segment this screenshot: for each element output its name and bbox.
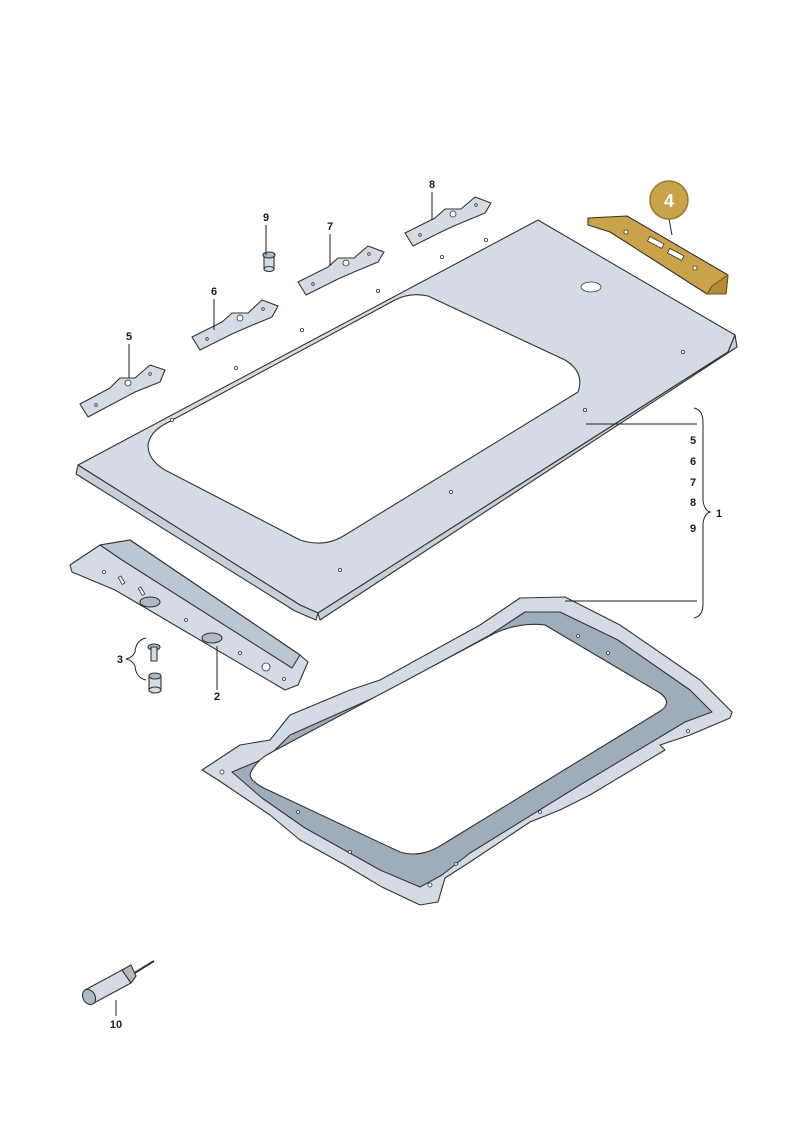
bracket-part-7[interactable]	[297, 245, 385, 296]
callout-6-label: 6	[211, 286, 217, 298]
callout-10-label: 10	[110, 1019, 122, 1031]
group-item-9-label: 9	[690, 523, 696, 535]
callout-9-label: 9	[263, 212, 269, 224]
roof-panel[interactable]	[75, 219, 738, 621]
stud-part-9[interactable]	[262, 251, 276, 273]
group-item-6-label: 6	[690, 456, 696, 468]
callout-2-label: 2	[214, 691, 220, 703]
callout-1-label: 1	[716, 508, 722, 520]
applicator-tool-part-10[interactable]	[80, 960, 155, 1007]
group-item-5-label: 5	[690, 435, 696, 447]
callout-4-label: 4	[664, 191, 674, 211]
bracket-part-6[interactable]	[191, 299, 279, 351]
callout-labels: 1 2 3 5 6 7 8 9 10 5 6 7 8 9	[110, 179, 722, 1031]
callout-7-label: 7	[327, 221, 333, 233]
bracket-part-5[interactable]	[79, 364, 166, 418]
group-item-8-label: 8	[690, 497, 696, 509]
fastener-bolt-part-3[interactable]	[147, 643, 161, 662]
callout-5-label: 5	[126, 331, 132, 343]
sunroof-frame[interactable]	[201, 596, 733, 906]
leader-lines	[115, 192, 712, 1016]
cross-member-part-2[interactable]	[69, 539, 309, 691]
callout-8-label: 8	[429, 179, 435, 191]
callout-4[interactable]: 4	[649, 180, 689, 236]
highlighted-rail-part-4[interactable]	[587, 215, 729, 295]
group-item-7-label: 7	[690, 477, 696, 489]
fastener-nut-part-3[interactable]	[148, 672, 162, 694]
callout-3-label: 3	[117, 654, 123, 666]
bracket-part-8[interactable]	[404, 196, 492, 247]
